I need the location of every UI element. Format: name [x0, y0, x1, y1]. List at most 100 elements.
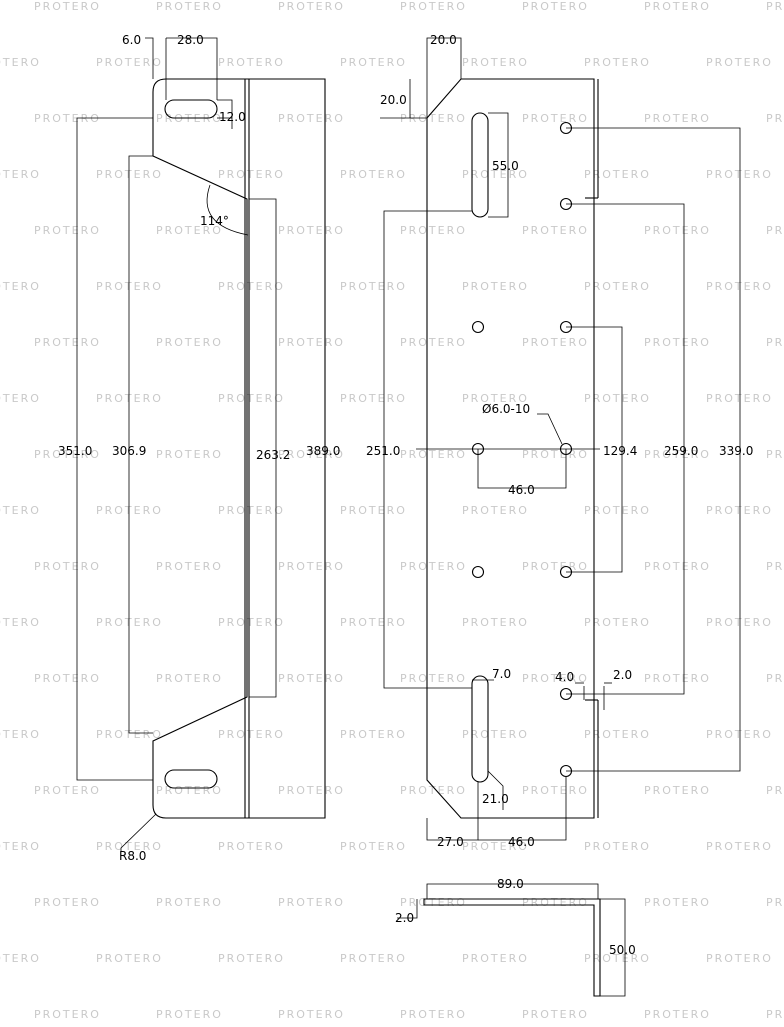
- profile-outline: [423, 898, 601, 997]
- watermark-text: PROTERO: [766, 1008, 784, 1021]
- watermark-text: PROTERO: [0, 952, 41, 965]
- dim-slot-width: 12.0: [219, 110, 246, 124]
- left-part-outline: [152, 78, 326, 819]
- watermark-text: PROTERO: [156, 1008, 223, 1021]
- dim-edge-offset: 27.0: [437, 835, 464, 849]
- watermark-text: PROTERO: [766, 784, 784, 797]
- watermark-text: PROTERO: [218, 504, 285, 517]
- watermark-text: PROTERO: [644, 448, 711, 461]
- watermark-text: PROTERO: [156, 448, 223, 461]
- watermark-text: PROTERO: [340, 392, 407, 405]
- dim-slot-length: 28.0: [177, 33, 204, 47]
- watermark-text: PROTERO: [96, 56, 163, 69]
- watermark-text: PROTERO: [340, 56, 407, 69]
- watermark-text: PROTERO: [766, 448, 784, 461]
- dim-notch-width: 2.0: [613, 668, 632, 682]
- dim-slot-bottom-offset: 21.0: [482, 792, 509, 806]
- watermark-text: PROTERO: [340, 952, 407, 965]
- left-view: 6.0 28.0 12.0 114° 351.0 306.9 263.2 389…: [58, 33, 340, 863]
- watermark-text: PROTERO: [462, 840, 529, 853]
- dim-overall-height: 389.0: [306, 444, 340, 458]
- top-slot: [164, 99, 218, 119]
- watermark-text: PROTERO: [706, 168, 773, 181]
- watermark-text: PROTERO: [218, 840, 285, 853]
- watermark-text: PROTERO: [400, 1008, 467, 1021]
- watermark-text: PROTERO: [400, 896, 467, 909]
- watermark-text: PROTERO: [522, 448, 589, 461]
- dim-hole-span-inner: 129.4: [603, 444, 637, 458]
- watermark-text: PROTERO: [96, 840, 163, 853]
- watermark-text: PROTERO: [522, 560, 589, 573]
- watermark-text: PROTERO: [766, 336, 784, 349]
- watermark-text: PROTERO: [96, 168, 163, 181]
- dim-angle: 114°: [200, 214, 229, 228]
- dim-profile-height: 50.0: [609, 943, 636, 957]
- watermark-text: PROTERO: [644, 336, 711, 349]
- dim-slot-span: 251.0: [366, 444, 400, 458]
- watermark-text: PROTERO: [644, 112, 711, 125]
- watermark-text: PROTERO: [96, 728, 163, 741]
- watermark-text: PROTERO: [706, 392, 773, 405]
- watermark-text: PROTERO: [400, 672, 467, 685]
- watermark-text: PROTERO: [340, 728, 407, 741]
- watermark-text: PROTERO: [766, 560, 784, 573]
- watermark-text: PROTERO: [0, 616, 41, 629]
- watermark-text: PROTERO: [156, 560, 223, 573]
- watermark-text: PROTERO: [644, 0, 711, 13]
- watermark-text: PROTERO: [278, 224, 345, 237]
- watermark-text: PROTERO: [156, 0, 223, 13]
- watermark-text: PROTERO: [522, 1008, 589, 1021]
- watermark-text: PROTERO: [34, 336, 101, 349]
- watermark-text: PROTERO: [34, 112, 101, 125]
- dim-hole-span-mid: 259.0: [664, 444, 698, 458]
- watermark-text: PROTERO: [218, 168, 285, 181]
- dim-total-height: 351.0: [58, 444, 92, 458]
- watermark-text: PROTERO: [522, 672, 589, 685]
- watermark-text: PROTERO: [522, 784, 589, 797]
- watermark-text: PROTERO: [0, 56, 41, 69]
- watermark-text: PROTERO: [0, 168, 41, 181]
- watermark-text: PROTERO: [278, 560, 345, 573]
- watermark-text: PROTERO: [584, 504, 651, 517]
- bottom-slot: [164, 769, 218, 789]
- watermark-text: PROTERO: [706, 840, 773, 853]
- watermark-text: PROTERO: [96, 952, 163, 965]
- dim-chamfer-width: 20.0: [430, 33, 457, 47]
- watermark-text: PROTERO: [462, 56, 529, 69]
- watermark-text: PROTERO: [462, 952, 529, 965]
- watermark-text: PROTERO: [766, 896, 784, 909]
- watermark-text: PROTERO: [34, 448, 101, 461]
- watermark-text: PROTERO: [706, 280, 773, 293]
- dim-bottom-hole-spacing: 46.0: [508, 835, 535, 849]
- watermark-text: PROTERO: [522, 112, 589, 125]
- watermark-text: PROTERO: [400, 112, 467, 125]
- watermark-text: PROTERO: [96, 616, 163, 629]
- dim-hole-span-outer: 339.0: [719, 444, 753, 458]
- watermark-text: PROTERO: [340, 840, 407, 853]
- watermark-text: PROTERO: [644, 896, 711, 909]
- watermark-text: PROTERO: [644, 1008, 711, 1021]
- watermark-text: PROTERO: [584, 280, 651, 293]
- watermark-text: PROTERO: [34, 672, 101, 685]
- watermark-text: PROTERO: [706, 56, 773, 69]
- watermark-text: PROTERO: [522, 224, 589, 237]
- watermark-text: PROTERO: [0, 728, 41, 741]
- hole: [471, 320, 485, 334]
- dim-radius: R8.0: [119, 849, 146, 863]
- watermark-text: PROTERO: [462, 728, 529, 741]
- watermark-text: PROTERO: [34, 896, 101, 909]
- watermark-text: PROTERO: [96, 392, 163, 405]
- watermark-text: PROTERO: [156, 336, 223, 349]
- watermark-text: PROTERO: [462, 616, 529, 629]
- watermark-text: PROTERO: [462, 168, 529, 181]
- bottom-long-slot: [471, 675, 489, 783]
- watermark-text: PROTERO: [584, 56, 651, 69]
- watermark-text: PROTERO: [584, 840, 651, 853]
- dim-notch-depth: 4.0: [555, 670, 574, 684]
- watermark-text: PROTERO: [156, 224, 223, 237]
- watermark-text: PROTERO: [400, 784, 467, 797]
- watermark-text: PROTERO: [218, 56, 285, 69]
- watermark-text: PROTERO: [584, 616, 651, 629]
- watermark-text: PROTERO: [218, 952, 285, 965]
